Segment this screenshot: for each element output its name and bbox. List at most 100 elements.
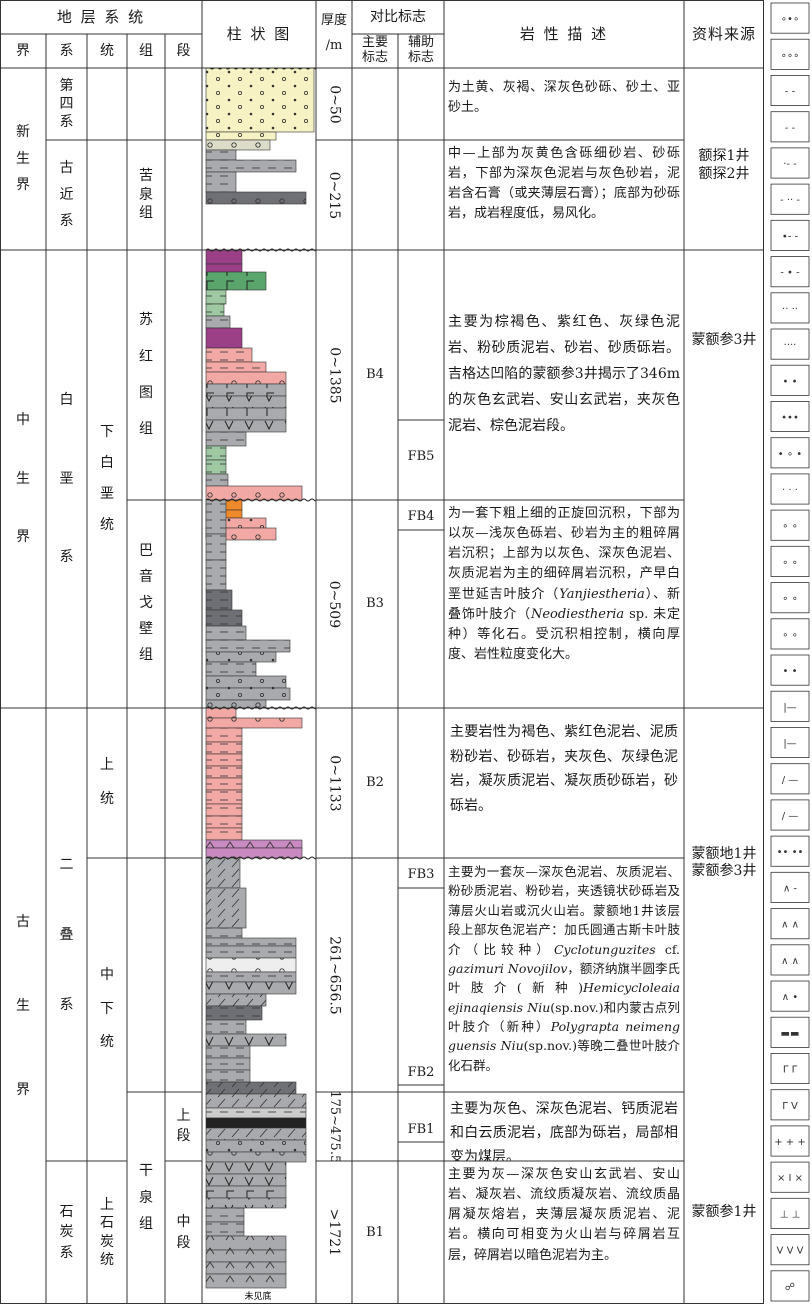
- legend-swatch: [770, 437, 810, 469]
- header-zu: 组: [139, 42, 153, 59]
- column-bed-pattern: [206, 290, 226, 304]
- column-bed-pattern: [206, 1094, 306, 1108]
- column-bed-pattern: [206, 778, 242, 790]
- column-bed-pattern: [206, 766, 242, 778]
- column-bed-pattern: [206, 1262, 286, 1274]
- header-lithology: 岩 性 描 述: [519, 24, 609, 43]
- column-bed-pattern: [206, 742, 242, 754]
- column-bed-pattern: [206, 534, 226, 560]
- system-permian: 二叠系: [59, 856, 74, 1013]
- column-bed-pattern: [206, 432, 246, 446]
- legend-swatch-glyph: •••: [781, 413, 799, 424]
- legend-swatch-glyph: •• ••: [777, 847, 804, 858]
- column-bed-pattern: [206, 1020, 246, 1034]
- column-bed-pattern: [206, 1162, 286, 1174]
- legend-swatch: [770, 38, 810, 70]
- column-bed-pattern: [206, 958, 296, 972]
- legend-swatch: [770, 944, 810, 976]
- thickness-suhongtu: 0~1385: [326, 346, 343, 404]
- thickness-quaternary: 0~50: [326, 84, 343, 124]
- legend-swatch-glyph: ∘ ∘: [782, 557, 798, 568]
- stratigraphy-table: 地 层 系 统 界 系 统 组 段 柱 状 图 厚度/m 对比标志 主要标志 辅…: [0, 0, 764, 1304]
- marker-fb4: FB4: [407, 509, 435, 525]
- column-bed-pattern: [206, 972, 296, 982]
- column-bed: [205, 1117, 307, 1129]
- marker-b2: B2: [366, 775, 384, 791]
- legend-swatch: [770, 727, 810, 759]
- column-bed-pattern: [206, 938, 296, 946]
- column-bed-pattern: [206, 1250, 286, 1262]
- column-bed-pattern: [206, 68, 314, 132]
- column-bed-pattern: [206, 994, 266, 1006]
- legend-swatch-glyph: ·· ··: [782, 304, 798, 315]
- column-bed: [205, 249, 243, 265]
- legend-swatch: [770, 980, 810, 1012]
- legend-swatch-glyph: - -: [785, 123, 796, 134]
- legend-swatch-glyph: / —: [782, 775, 799, 786]
- legend-swatch: [770, 111, 810, 143]
- system-paleogene: 古近系: [59, 160, 74, 230]
- legend-swatch: [770, 871, 810, 903]
- thickness-ganquan-upper: 175~475.5: [326, 1092, 342, 1161]
- legend-swatch-glyph: Γ Γ: [783, 1065, 798, 1076]
- legend-swatch: [770, 400, 810, 432]
- column-bed-pattern: [206, 348, 252, 362]
- legend-swatch: [770, 183, 810, 215]
- legend-swatch: [770, 256, 810, 288]
- legend-swatch: [770, 582, 810, 614]
- column-bed-pattern: [206, 1222, 244, 1236]
- legend-swatch: [770, 799, 810, 831]
- column-bed-pattern: [206, 304, 224, 316]
- column-bed-pattern: [206, 1006, 262, 1020]
- legend-swatch-glyph: V V V: [777, 1246, 804, 1257]
- legend-swatch: [770, 75, 810, 107]
- header-tong: 统: [100, 42, 114, 59]
- column-bed-pattern: [206, 1186, 286, 1198]
- column-bed-pattern: [206, 946, 296, 958]
- legend-swatch: [770, 690, 810, 722]
- legend-swatch-glyph: • •: [783, 376, 798, 387]
- column-bed-pattern: [206, 362, 266, 372]
- member-middle: 中段: [176, 1214, 191, 1251]
- legend-swatch: [770, 364, 810, 396]
- legend-swatch: [770, 1089, 810, 1121]
- column-bed-pattern: [206, 790, 242, 804]
- legend-swatch: [770, 545, 810, 577]
- legend-swatch-glyph: ∘ ∘: [782, 521, 798, 532]
- column-bed-pattern: [206, 460, 226, 474]
- legend-swatch: [770, 618, 810, 650]
- column-bed-pattern: [206, 888, 246, 928]
- thickness-upper-permian: 0~1133: [326, 754, 343, 812]
- marker-fb5: FB5: [407, 449, 435, 464]
- formation-suhongtu: 苏红图组: [139, 312, 153, 438]
- formation-ganquan: 干泉组: [139, 1163, 153, 1233]
- source-menge-can1: 蒙额参1井: [691, 1203, 757, 1220]
- legend-swatch: [770, 1197, 810, 1229]
- column-bed-pattern: [206, 754, 242, 766]
- column-bed-pattern: [206, 1274, 286, 1288]
- legend-swatch: [770, 2, 810, 34]
- column-bed-pattern: [206, 560, 226, 590]
- column-bed-pattern: [206, 272, 266, 290]
- column-bed-pattern: [206, 1034, 286, 1046]
- legend-swatch-glyph: × I ×: [777, 1173, 803, 1184]
- column-bed-pattern: [206, 316, 230, 328]
- desc-mid-lower-permian: 主要为一套灰—深灰色泥岩、灰质泥岩、粉砂质泥岩、粉砂岩，夹透镜状砂砾岩及薄层火山…: [448, 864, 680, 1073]
- desc-upper-permian: 主要岩性为褐色、紫红色泥岩、泥质粉砂岩、砂砾岩，夹灰色、灰绿色泥岩，凝灰质泥岩、…: [450, 724, 678, 814]
- column-bed-pattern: [206, 172, 236, 192]
- legend-swatch-glyph: Γ V: [782, 1101, 798, 1112]
- column-bed-pattern: [206, 590, 232, 610]
- legend-swatch-glyph: ∘•∘: [781, 14, 799, 25]
- marker-fb1: FB1: [407, 1122, 435, 1138]
- column-bed-pattern: [206, 396, 286, 408]
- legend-swatch: [770, 328, 810, 360]
- legend-swatch-glyph: ☍: [785, 1282, 795, 1293]
- column-bed-pattern: [206, 728, 242, 742]
- column-bed-pattern: [206, 486, 302, 500]
- column-bed-pattern: [206, 626, 246, 640]
- column-bed-pattern: [206, 928, 242, 938]
- legend-swatch-glyph: / —: [782, 811, 799, 822]
- column-bed-pattern: [206, 708, 236, 718]
- column-bed-pattern: [206, 1236, 286, 1250]
- thickness-bayingebi: 0~509: [326, 580, 343, 628]
